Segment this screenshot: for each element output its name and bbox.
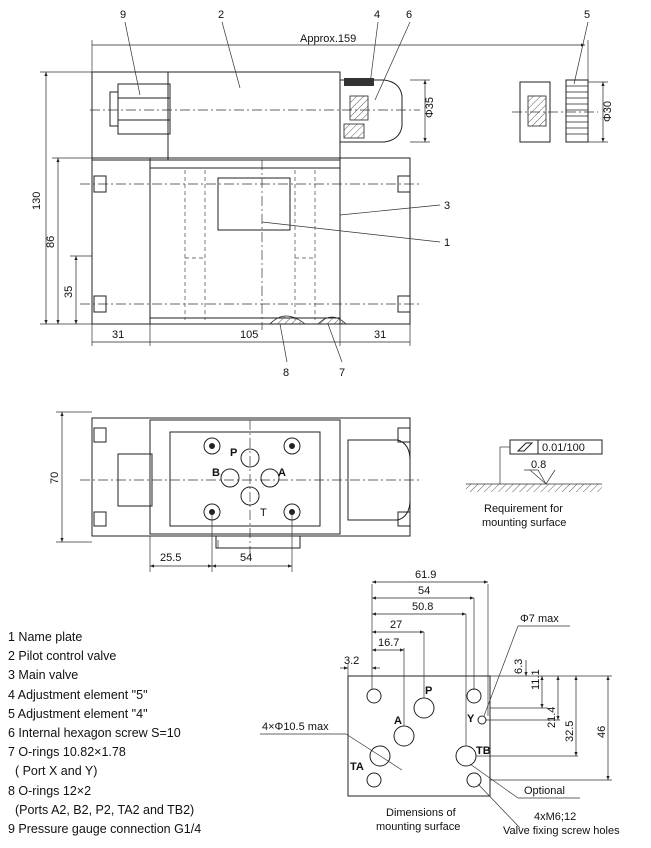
port-y-hole [477, 715, 487, 725]
legend-item: 9 Pressure gauge connection G1/4 [8, 822, 202, 837]
mount-port-a: A [394, 715, 402, 727]
port-p-hole [413, 697, 435, 719]
port-ta-hole [369, 745, 391, 767]
dim-46: 46 [596, 726, 608, 738]
callout-8: 8 [283, 367, 289, 379]
callout-4: 4 [374, 9, 380, 21]
gauge-connection [117, 83, 171, 135]
roughness-value: 0.8 [531, 459, 546, 471]
screw-caption: Valve fixing screw holes [503, 825, 620, 837]
callout-3: 3 [444, 200, 450, 212]
legend-item: 1 Name plate [8, 630, 83, 644]
legend-item: 5 Adjustment element "4" [8, 706, 148, 721]
dim-16-7: 16.7 [378, 637, 399, 649]
front-view [40, 21, 589, 363]
port-b-label: B [212, 467, 220, 479]
dim-25-5: 25.5 [160, 552, 181, 564]
mounting-surface-drawing [260, 580, 612, 829]
parts-legend: 1 Name plate 2 Pilot control valve 3 Mai… [8, 628, 268, 839]
dim-phi35: Φ35 [424, 97, 436, 118]
port-a-hole [393, 725, 415, 747]
dim-6-3: 6.3 [513, 659, 525, 674]
dim-31-right: 31 [374, 329, 386, 341]
dim-130: 130 [31, 192, 43, 210]
adjustment-element-5 [339, 79, 403, 143]
mount-port-y: Y [467, 713, 475, 725]
port-a-label: A [278, 467, 286, 479]
pilot-valve-body [91, 71, 341, 161]
dim-phi30: Φ30 [602, 101, 614, 122]
mount-port-tb: TB [476, 745, 491, 757]
surface-caption-2: mounting surface [482, 517, 566, 529]
legend-item: 7 O-rings 10.82×1.78 [8, 745, 126, 760]
holes-label: 4×Φ10.5 max [262, 721, 329, 733]
surface-requirement [466, 439, 603, 492]
mount-caption-1: Dimensions of [386, 807, 457, 819]
mounting-surface-outline [347, 675, 491, 797]
o-ring-8 [269, 315, 307, 325]
legend-item: 2 Pilot control valve [8, 649, 117, 664]
dim-50-8: 50.8 [412, 601, 433, 613]
legend-item: 4 Adjustment element "5" [8, 687, 148, 702]
port-tb-hole [455, 745, 477, 767]
o-ring-7 [317, 316, 347, 325]
dim-54-mid: 54 [240, 552, 252, 564]
legend-item: 6 Internal hexagon screw S=10 [8, 726, 181, 741]
callout-7: 7 [339, 367, 345, 379]
legend-item: 3 Main valve [8, 668, 79, 683]
mount-port-ta: TA [350, 761, 364, 773]
labels: 9 2 4 6 5 3 1 8 7 Approx.159 Φ35 Φ30 130… [31, 9, 620, 837]
valve-top-outline [91, 417, 411, 537]
dim-21-4: 21.4 [546, 707, 558, 728]
main-valve-body [91, 157, 411, 325]
dim-105: 105 [240, 329, 258, 341]
legend-item: 8 O-rings 12×2 [8, 783, 92, 798]
port-t-label: T [260, 507, 267, 519]
optional-label: Optional [524, 785, 565, 797]
dim-70: 70 [49, 472, 61, 484]
port-circles [220, 448, 280, 506]
callout-6: 6 [406, 9, 412, 21]
port-p-label: P [230, 447, 237, 459]
callout-2: 2 [218, 9, 224, 21]
callout-9: 9 [120, 9, 126, 21]
phi7-label: Φ7 max [520, 613, 559, 625]
callout-5: 5 [584, 9, 590, 21]
dim-54-mount: 54 [418, 585, 430, 597]
dim-3-2: 3.2 [344, 655, 359, 667]
dim-86: 86 [45, 236, 57, 248]
dim-35: 35 [63, 286, 75, 298]
legend-item: ( Port X and Y) [8, 764, 98, 779]
dim-61-9: 61.9 [415, 569, 436, 581]
adjustment-element-4-view [512, 79, 608, 143]
dim-27: 27 [390, 619, 402, 631]
dim-32-5: 32.5 [564, 721, 576, 742]
screw-label: 4xM6;12 [534, 811, 576, 823]
name-plate [217, 177, 291, 231]
mount-port-p: P [425, 685, 432, 697]
tolerance-value: 0.01/100 [542, 442, 585, 454]
dim-31-left: 31 [112, 329, 124, 341]
surface-caption-1: Requirement for [484, 503, 563, 515]
dim-approx-159: Approx.159 [300, 33, 356, 45]
legend-item: (Ports A2, B2, P2, TA2 and TB2) [8, 802, 195, 817]
callout-1: 1 [444, 237, 450, 249]
fixing-bolts [203, 437, 301, 521]
dim-11-1: 11.1 [530, 669, 542, 690]
mount-caption-2: mounting surface [376, 821, 460, 833]
top-view [56, 411, 420, 572]
